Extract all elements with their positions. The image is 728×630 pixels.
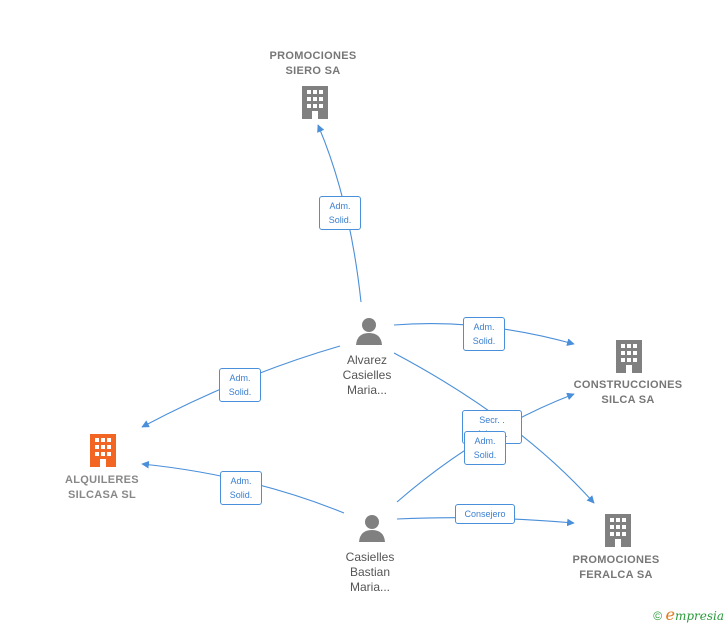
edge-label-line: Adm. [230, 476, 252, 486]
person-label-line: Maria... [349, 580, 390, 594]
building-icon[interactable] [603, 512, 633, 553]
node-label-promociones-siero[interactable]: PROMOCIONES SIERO SA [269, 49, 356, 79]
edge-label-alvarez-alquileres[interactable]: Adm. Solid. [219, 368, 261, 402]
building-icon-focus[interactable] [88, 432, 118, 473]
node-label-line: ALQUILERES [65, 474, 139, 486]
node-label-line: FERALCA SA [579, 569, 653, 581]
edge-label-line: Adm. [473, 322, 495, 332]
node-label-construcciones-silca[interactable]: CONSTRUCCIONES SILCA SA [574, 378, 683, 408]
node-label-line: SIERO SA [285, 65, 341, 77]
node-label-line: PROMOCIONES [572, 554, 660, 566]
node-label-line: SILCA SA [601, 394, 655, 406]
person-label-line: Alvarez [346, 353, 387, 367]
person-label-casielles[interactable]: Casielles Bastian Maria... [346, 550, 395, 595]
edge-label-line: Adm. [474, 436, 496, 446]
edge-label-alvarez-construcciones[interactable]: Adm. Solid. [463, 317, 505, 351]
person-label-line: Maria... [346, 383, 387, 397]
person-label-line: Bastian [349, 565, 391, 579]
edge-label-line: Solid. [228, 387, 252, 397]
edge-label-line: Secr. . [479, 415, 505, 425]
node-label-line: PROMOCIONES [269, 50, 357, 62]
node-label-alquileres-silcasa[interactable]: ALQUILERES SILCASA SL [65, 473, 139, 503]
edge-label-line: Solid. [328, 215, 352, 225]
node-label-line: SILCASA SL [68, 489, 136, 501]
edge-label-casielles-construcciones[interactable]: Adm. Solid. [464, 431, 506, 465]
edge-label-line: Adm. [329, 201, 351, 211]
person-label-alvarez[interactable]: Alvarez Casielles Maria... [343, 353, 392, 398]
person-label-line: Casielles [342, 368, 392, 382]
building-icon[interactable] [614, 338, 644, 379]
building-icon[interactable] [300, 84, 330, 125]
person-icon[interactable] [354, 316, 384, 351]
person-icon[interactable] [357, 513, 387, 548]
edge-label-casielles-alquileres[interactable]: Adm. Solid. [220, 471, 262, 505]
node-label-promociones-feralca[interactable]: PROMOCIONES FERALCA SA [572, 553, 659, 583]
edge-label-casielles-feralca[interactable]: Consejero [455, 504, 515, 524]
edge-label-line: Consejero [464, 509, 506, 519]
node-label-line: CONSTRUCCIONES [573, 379, 683, 391]
edge-label-line: Adm. [229, 373, 251, 383]
brand-name: mpresia [674, 609, 724, 623]
empresia-watermark[interactable]: © empresia [653, 605, 724, 624]
copyright-icon: © [653, 609, 663, 623]
edge-label-line: Solid. [473, 450, 497, 460]
brand-initial: e [665, 605, 675, 624]
edge-label-alvarez-siero[interactable]: Adm. Solid. [319, 196, 361, 230]
person-label-line: Casielles [345, 550, 395, 564]
edge-label-line: Solid. [472, 336, 496, 346]
edge-label-line: Solid. [229, 490, 253, 500]
